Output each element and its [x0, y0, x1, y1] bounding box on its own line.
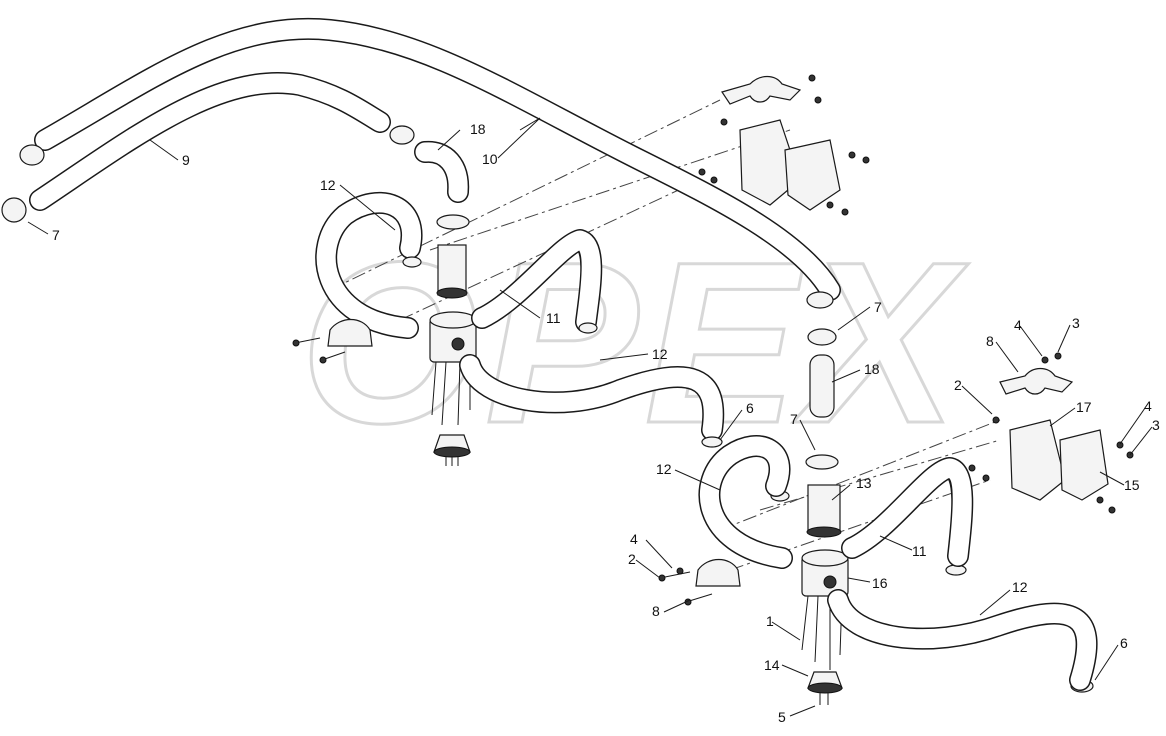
- hose-12-lower-loop: [698, 435, 793, 569]
- callout-5: 5: [778, 709, 786, 725]
- hose-12-upper-long: [459, 354, 725, 441]
- callout-8-lower: 8: [652, 603, 660, 619]
- hose-11-lower: [841, 457, 974, 567]
- clamp-7-left-lower: [1, 197, 27, 223]
- callout-2-lower: 2: [628, 551, 636, 567]
- callout-13: 13: [856, 475, 872, 491]
- bracket-set-lower-right: [968, 352, 1134, 514]
- callout-4-right: 4: [1144, 398, 1152, 414]
- callout-6-upper: 6: [746, 400, 754, 416]
- callout-8-upper: 8: [986, 333, 994, 349]
- callout-4-upper: 4: [1014, 317, 1022, 333]
- callout-11-upper: 11: [546, 310, 561, 326]
- callout-16: 16: [872, 575, 888, 591]
- hose-10: [34, 17, 841, 301]
- clamp-7-left-upper: [19, 144, 45, 166]
- callout-3-upper: 3: [1072, 315, 1080, 331]
- lower-center-assembly: [801, 291, 849, 705]
- callout-12-lower-loop: 12: [656, 461, 672, 477]
- bracket-upper-left: [292, 318, 373, 364]
- hose-11-upper: [471, 229, 603, 333]
- callout-18-lower: 18: [864, 361, 880, 377]
- bracket-set-upper-right: [698, 74, 870, 216]
- callout-18-upper: 18: [470, 121, 486, 137]
- callout-3-right: 3: [1152, 417, 1160, 433]
- callout-12-upper-loop: 12: [320, 177, 336, 193]
- bracket-lower-left: [658, 558, 741, 606]
- callout-6-lower: 6: [1120, 635, 1128, 651]
- hose-9: [29, 72, 391, 211]
- leader-lines: [27, 117, 1153, 717]
- hose-12-lower-long: [827, 589, 1098, 691]
- hose-12-upper-loop: [315, 191, 423, 339]
- callout-1: 1: [766, 613, 774, 629]
- clamp-upper-mid: [389, 125, 415, 145]
- callout-7-left: 7: [52, 227, 60, 243]
- callout-4-lower: 4: [630, 531, 638, 547]
- callout-10: 10: [482, 151, 498, 167]
- callout-15: 15: [1124, 477, 1140, 493]
- callout-labels: 9 7 18 10 12 11 12 6 7 18 7 12 13 11 16 …: [52, 121, 1160, 725]
- callout-7-center-upper: 7: [874, 299, 882, 315]
- elbow-18-upper: [414, 140, 470, 203]
- callout-9: 9: [182, 152, 190, 168]
- callout-11-lower: 11: [912, 543, 927, 559]
- callout-7-center-lower: 7: [790, 411, 798, 427]
- callout-12-upper-long: 12: [652, 346, 668, 362]
- callout-12-lower-long: 12: [1012, 579, 1028, 595]
- callout-17: 17: [1076, 399, 1092, 415]
- callout-14: 14: [764, 657, 780, 673]
- callout-2-upper: 2: [954, 377, 962, 393]
- upper-filter-assembly: [429, 214, 477, 466]
